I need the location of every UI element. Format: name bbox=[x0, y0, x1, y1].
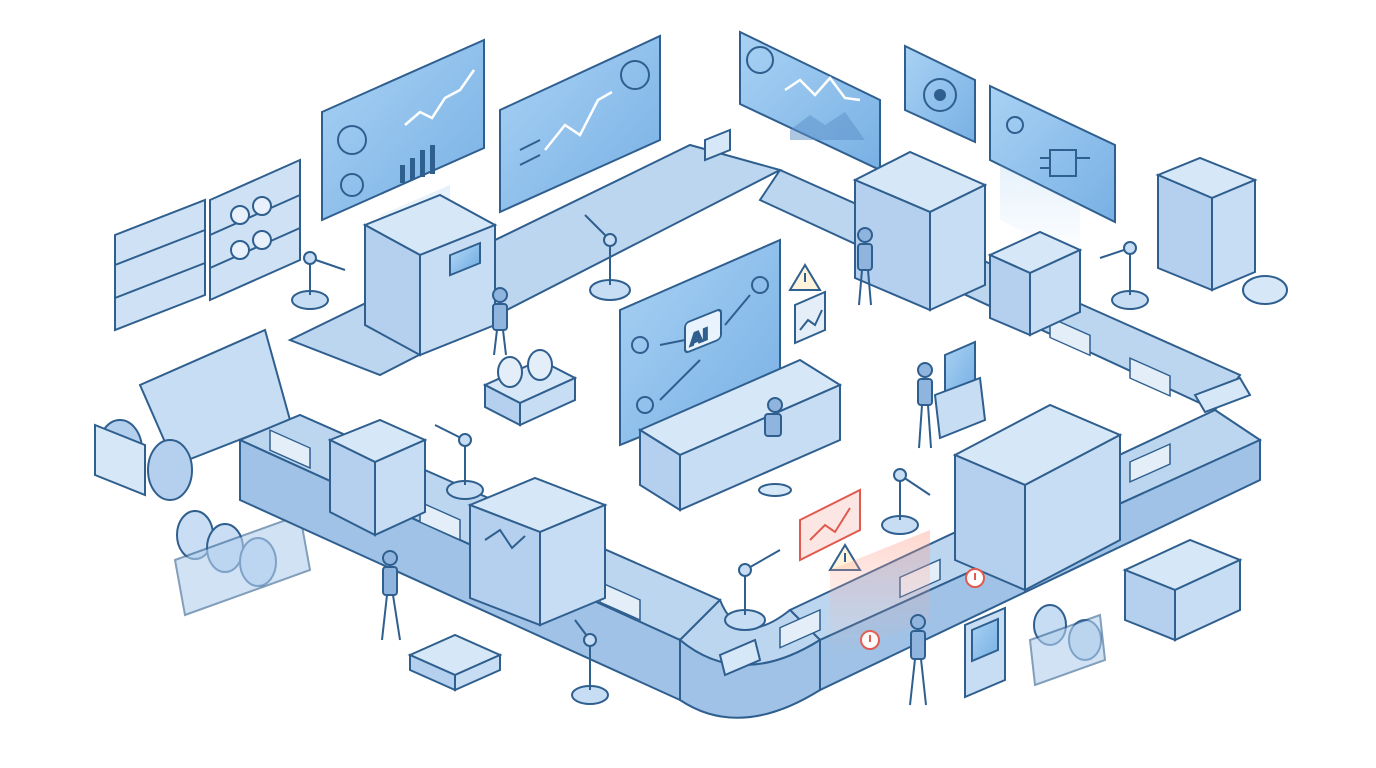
robot-arm bbox=[291, 251, 346, 310]
machine-assembly-large bbox=[952, 403, 1123, 592]
dashboard-screen-2 bbox=[499, 34, 661, 214]
worker bbox=[381, 550, 401, 641]
robot-arm bbox=[724, 549, 781, 631]
dashboard-screen-5 bbox=[989, 84, 1116, 260]
worker bbox=[492, 287, 508, 356]
cabinet-unit bbox=[1155, 156, 1288, 305]
cable-spool bbox=[1028, 604, 1107, 687]
machine-packer bbox=[1122, 538, 1243, 642]
bar-chart-icon bbox=[400, 145, 435, 183]
paper-roll-feeder bbox=[94, 328, 292, 501]
robot-arm bbox=[881, 468, 931, 535]
chip-icon bbox=[1040, 149, 1090, 177]
machine-inspection-2 bbox=[467, 476, 608, 627]
gauge-icon bbox=[794, 290, 826, 345]
worker bbox=[857, 227, 873, 306]
seated-operator bbox=[758, 397, 792, 497]
machine-press bbox=[852, 150, 988, 312]
robot-arm bbox=[1099, 241, 1149, 310]
alert-chart-panel bbox=[799, 488, 930, 660]
gear-icon bbox=[631, 276, 769, 414]
roll-cart bbox=[482, 349, 578, 427]
worker bbox=[909, 614, 927, 706]
terminal-kiosk bbox=[964, 606, 1006, 699]
operator-console bbox=[637, 358, 843, 512]
ceiling-monitor bbox=[704, 128, 731, 162]
ai-label: AI bbox=[690, 324, 708, 350]
alert-icon bbox=[965, 568, 985, 588]
dashboard-screen-3 bbox=[739, 30, 881, 172]
machine-cutter bbox=[362, 193, 498, 357]
machine-inspection-1 bbox=[327, 418, 428, 537]
line-chart-icon bbox=[484, 528, 526, 550]
material-rolls bbox=[173, 510, 312, 617]
storage-shelves bbox=[114, 158, 301, 332]
dashboard-screen-4 bbox=[904, 44, 976, 144]
robot-arm bbox=[434, 424, 484, 500]
machine-scanner bbox=[987, 230, 1083, 337]
terminal-kiosk bbox=[933, 340, 987, 440]
robot-arm bbox=[584, 214, 631, 301]
warning-icon bbox=[788, 263, 822, 291]
tablet-screen bbox=[718, 638, 762, 677]
tablet-screen bbox=[1193, 376, 1252, 414]
robot-arm bbox=[571, 619, 609, 705]
worker bbox=[917, 362, 933, 449]
board-pallet bbox=[407, 633, 503, 692]
